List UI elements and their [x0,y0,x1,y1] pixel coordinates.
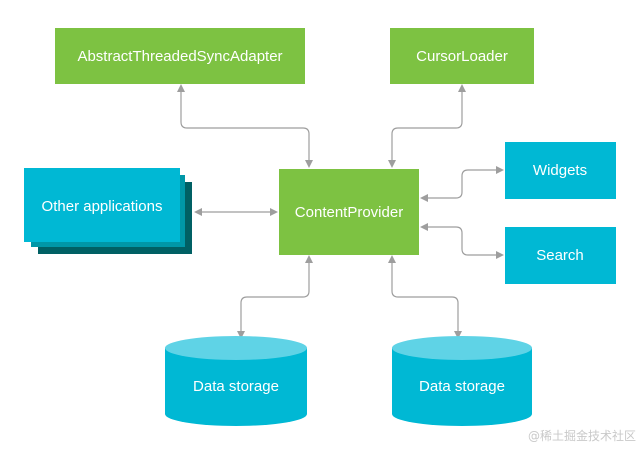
sync-adapter-box [55,28,305,84]
sync-adapter-label: AbstractThreadedSyncAdapter [77,48,282,65]
storage-left-label: Data storage [193,378,279,395]
cursor-loader-label: CursorLoader [416,48,508,65]
cursor-loader-node: CursorLoader [390,28,534,84]
watermark: @稀土掘金技术社区 [527,429,636,443]
widgets-node: Widgets [505,142,616,199]
other-apps-node: Other applications [24,168,192,254]
arrow-contentprovider-search [420,223,504,259]
search-label: Search [536,247,584,264]
other-apps-box [24,168,180,242]
storage-left-top [165,336,307,360]
storage-left-cylinder [165,348,307,426]
storage-right-label: Data storage [419,378,505,395]
storage-left-node: Data storage [165,336,307,426]
cursor-loader-box [390,28,534,84]
content-provider-label: ContentProvider [295,204,403,221]
sync-adapter-node: AbstractThreadedSyncAdapter [55,28,305,84]
arrow-contentprovider-storage-right [388,255,462,339]
widgets-box [505,142,616,199]
search-box [505,227,616,284]
content-provider-node: ContentProvider [279,169,419,255]
storage-right-node: Data storage [392,336,532,426]
storage-right-top [392,336,532,360]
arrow-contentprovider-storage-left [237,255,313,339]
widgets-label: Widgets [533,162,587,179]
storage-right-cylinder [392,348,532,426]
other-apps-label: Other applications [42,198,163,215]
arrow-contentprovider-widgets [420,166,504,202]
arrow-syncadapter-contentprovider [177,84,313,168]
arrow-cursorloader-contentprovider [388,84,466,168]
content-provider-box [279,169,419,255]
search-node: Search [505,227,616,284]
connectors [177,84,504,339]
